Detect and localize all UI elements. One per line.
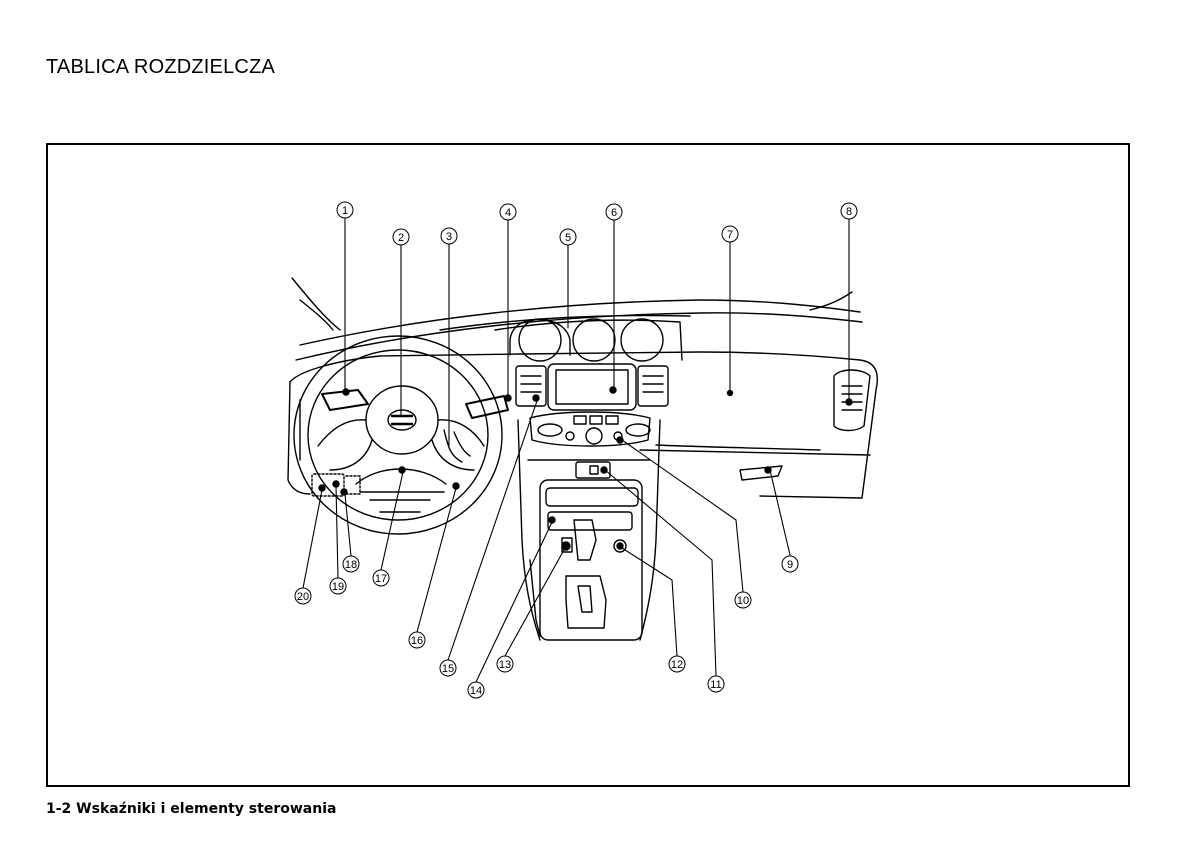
steering-wheel: [293, 335, 503, 535]
callout-7: 7: [727, 229, 733, 241]
callout-17: 17: [375, 573, 387, 585]
callout-11: 11: [710, 679, 721, 691]
callout-18: 18: [345, 559, 357, 571]
callout-1: 1: [342, 205, 348, 217]
page-footer: 1-2 Wskaźniki i elementy sterowania: [46, 801, 337, 817]
callout-3: 3: [446, 231, 452, 243]
callout-6: 6: [611, 207, 617, 219]
center-console: [517, 419, 661, 641]
gear-shifter: [529, 519, 627, 637]
callout-10: 10: [737, 595, 749, 607]
callout-16: 16: [411, 635, 423, 647]
callout-circles: [294, 201, 858, 699]
callout-4: 4: [505, 207, 511, 219]
callout-12: 12: [671, 659, 683, 671]
callout-9: 9: [787, 559, 793, 571]
callout-labels: 1 2 3 4 5 6 7 8 9 10 11 12 13 14 15 16 1…: [297, 205, 852, 697]
passenger-vent: [833, 369, 871, 432]
dashboard-body: [287, 351, 878, 499]
callout-19: 19: [332, 581, 344, 593]
gauge-cluster: [494, 318, 683, 362]
climate-panel: [529, 411, 651, 447]
center-vents: [515, 365, 669, 407]
callout-20: 20: [297, 591, 309, 603]
diagram-frame: [46, 143, 1130, 787]
center-display: [547, 363, 637, 411]
callout-15: 15: [442, 663, 454, 675]
callout-5: 5: [565, 232, 571, 244]
glovebox-handle: [726, 389, 783, 481]
leader-lines: [302, 218, 850, 683]
callout-8: 8: [846, 206, 852, 218]
callout-13: 13: [499, 659, 511, 671]
callout-14: 14: [470, 685, 482, 697]
stalk-switches: [321, 388, 512, 419]
callout-2: 2: [398, 232, 404, 244]
windshield-outline: [291, 277, 863, 361]
page-title: TABLICA ROZDZIELCZA: [46, 56, 276, 78]
